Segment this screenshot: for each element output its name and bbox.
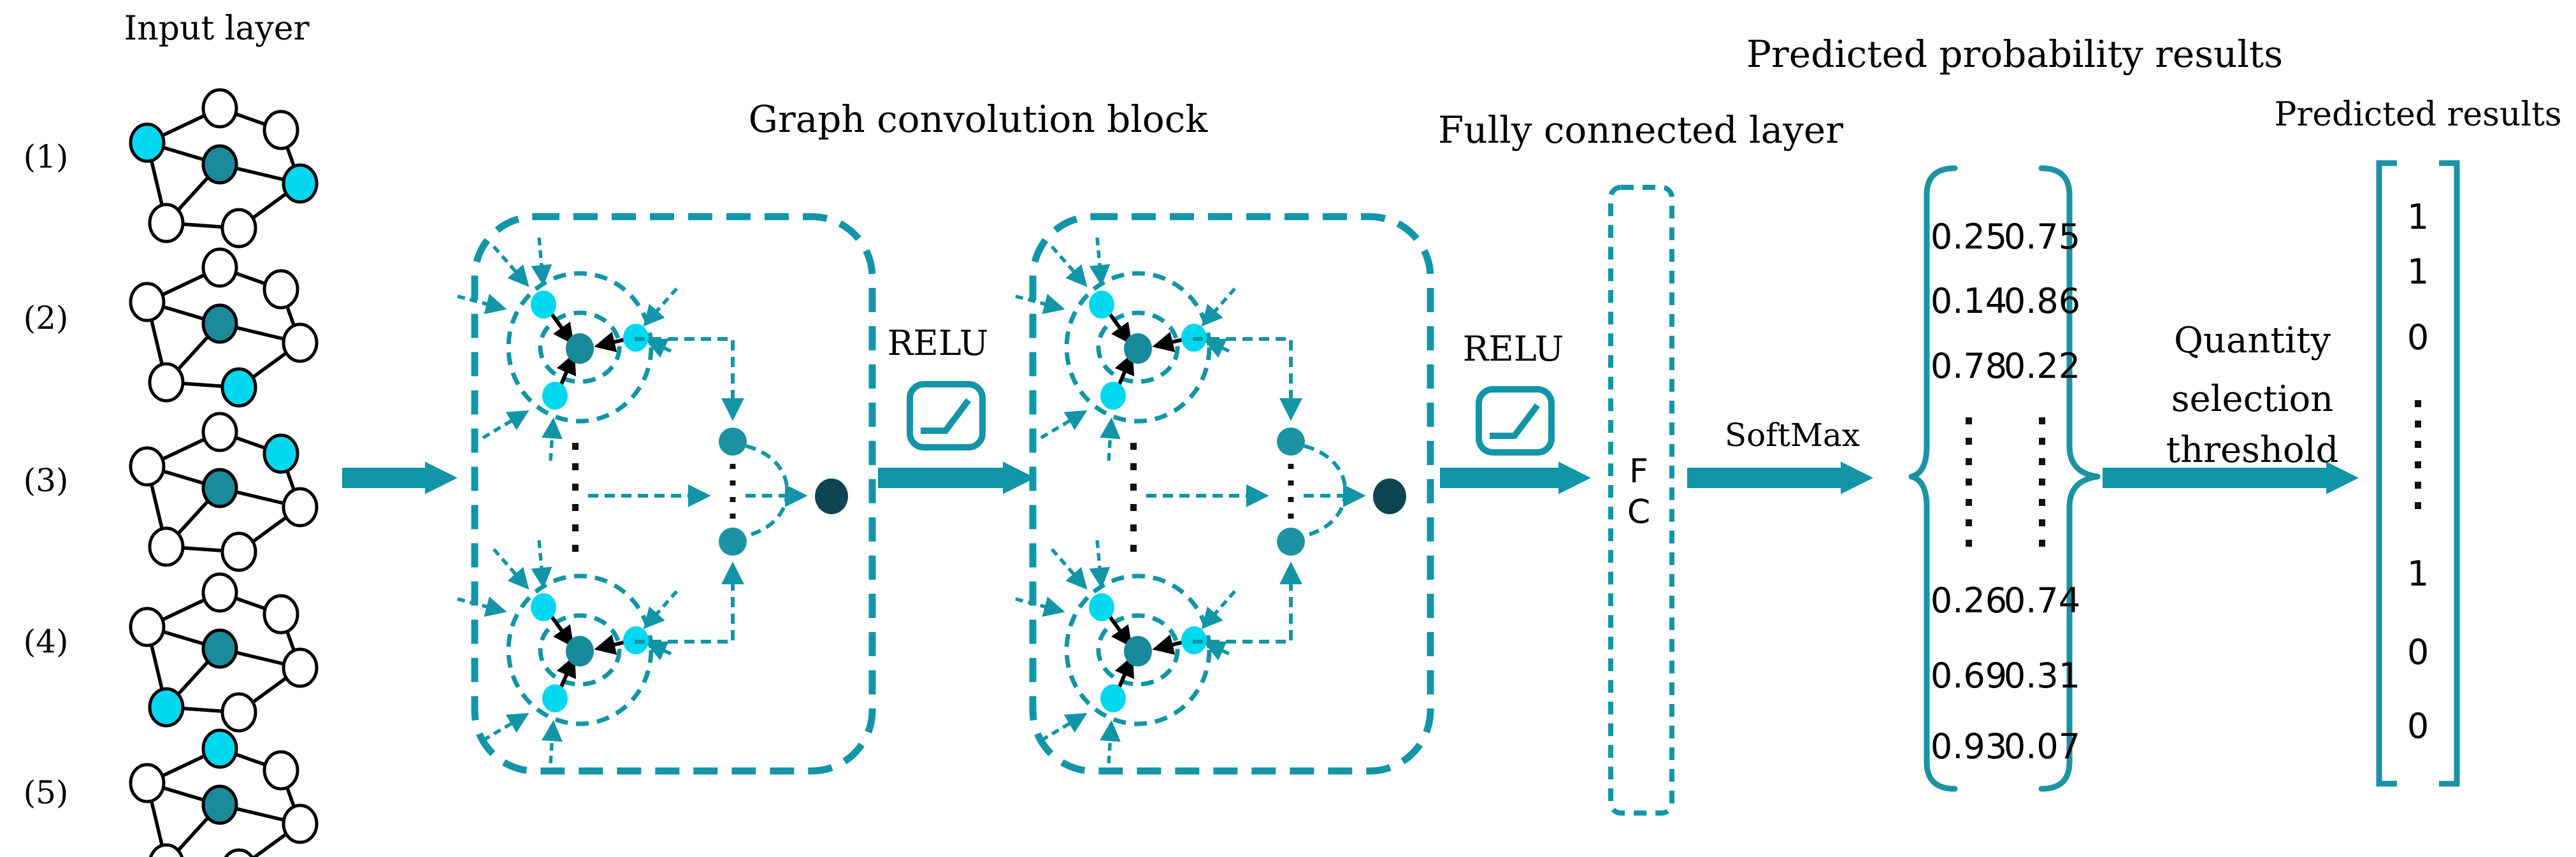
graph-node-top-right (263, 433, 299, 474)
graph-label-5: (5) (24, 774, 69, 811)
probability-matrix: 0.25 0.75 0.14 0.86 0.78 0.22 0.26 0.74 … (1931, 217, 2080, 767)
graph-node-top (201, 572, 238, 613)
graph-label-1: (1) (24, 138, 69, 175)
fc-layer-box (1608, 185, 1674, 816)
graph-node-top-right (263, 269, 299, 310)
graph-node-top (201, 247, 238, 288)
graph-node-bottom-left (148, 362, 185, 403)
matrix-cell: 0.78 (1931, 346, 2007, 386)
graph-node-top-right (263, 594, 299, 635)
result-cell: 1 (2407, 252, 2429, 292)
matrix-cell: 0.69 (1931, 656, 2007, 696)
threshold-line-2: selection (2171, 378, 2334, 420)
matrix-cell: 0.75 (2004, 217, 2080, 257)
matrix-cell: 0.07 (2004, 726, 2080, 767)
result-cell: 0 (2407, 632, 2429, 672)
input-graph-5 (129, 728, 319, 857)
fc-label-f: F (1629, 452, 1648, 491)
input-graph-3 (129, 412, 319, 572)
threshold-line-3: threshold (2166, 429, 2339, 471)
result-cell: 1 (2407, 197, 2429, 237)
threshold-line-1: Quantity (2174, 320, 2331, 361)
matrix-cell: 0.25 (1931, 217, 2007, 257)
graph-node-center (201, 628, 238, 669)
graph-node-left (129, 446, 166, 487)
fully-connected-title: Fully connected layer (1438, 108, 1843, 152)
fc-label-c: C (1627, 493, 1650, 531)
graph-node-bottom-center (220, 531, 257, 572)
matrix-right-brace (2038, 165, 2101, 792)
graph-node-bottom-center (220, 692, 257, 733)
graph-node-right (282, 803, 319, 844)
matrix-cell: 0.31 (2004, 656, 2080, 696)
graph-conv-block-title: Graph convolution block (749, 97, 1209, 141)
graph-label-2: (2) (24, 299, 69, 336)
matrix-cell: 0.26 (1931, 580, 2007, 621)
matrix-cell: 0.74 (2004, 580, 2080, 621)
graph-node-bottom-center (220, 367, 257, 408)
matrix-cell: 0.86 (2004, 281, 2080, 321)
graph-node-bottom-left (148, 687, 185, 728)
matrix-cell: 0.14 (1931, 281, 2007, 321)
graph-node-top (201, 88, 238, 129)
graph-node-top-right (263, 750, 299, 791)
graph-node-right (282, 487, 319, 528)
input-layer-title: Input layer (124, 10, 310, 48)
graph-node-right (282, 322, 319, 363)
relu-icon (1476, 386, 1555, 456)
graph-node-center (201, 303, 238, 344)
graph-node-top (201, 728, 238, 769)
graph-node-bottom-left (148, 203, 185, 243)
results-left-bracket (2376, 160, 2397, 787)
graph-node-bottom-center (220, 208, 257, 248)
graph-node-right (282, 163, 319, 204)
softmax-label: SoftMax (1725, 417, 1860, 454)
graph-node-bottom-left (148, 526, 185, 567)
graph-node-left (129, 607, 166, 647)
input-graph-1 (129, 88, 319, 248)
matrix-cell: 0.93 (1931, 726, 2007, 767)
graph-node-left (129, 282, 166, 322)
graph-label-4: (4) (24, 623, 69, 660)
relu2-label: RELU (1463, 329, 1564, 369)
graph-node-center (201, 784, 238, 825)
results-vector: 1 1 0 1 0 0 (2407, 197, 2429, 746)
graph-node-bottom-left (148, 843, 184, 857)
graph-node-top-right (263, 110, 299, 150)
graph-node-left (129, 763, 166, 803)
graph-node-right (282, 647, 319, 688)
matrix-cell: 0.22 (2004, 346, 2080, 386)
results-right-bracket (2439, 160, 2460, 787)
graph-node-center (201, 468, 238, 508)
graph-node-bottom-center (224, 848, 254, 857)
threshold-label: Quantity selection threshold (2166, 320, 2339, 471)
relu1-label: RELU (888, 323, 989, 363)
graph-node-left (129, 122, 166, 163)
input-graph-2 (129, 247, 319, 408)
graph-node-center (201, 144, 238, 185)
graph-node-top (201, 412, 238, 452)
relu-icon (907, 381, 986, 450)
result-cell: 1 (2407, 554, 2429, 594)
result-cell: 0 (2407, 706, 2429, 746)
matrix-left-brace (1908, 165, 1958, 792)
predicted-results-title: Predicted results (2274, 96, 2561, 134)
result-cell: 0 (2407, 317, 2429, 357)
input-graph-4 (129, 572, 319, 733)
graph-label-3: (3) (24, 462, 69, 499)
predicted-probability-title: Predicted probability results (1746, 32, 2283, 76)
